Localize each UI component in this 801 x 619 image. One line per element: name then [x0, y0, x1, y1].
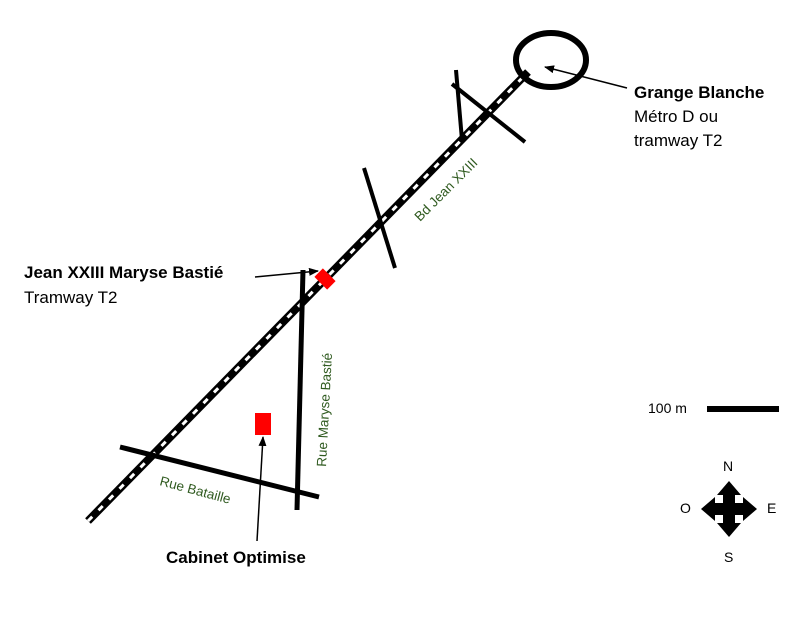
- cabinet-marker: [255, 413, 271, 435]
- rue-maryse-bastie-road: [294, 269, 306, 511]
- cross-street-north: [454, 69, 464, 141]
- jean-xxiii-line1: Tramway T2: [24, 288, 118, 307]
- rue-bataille-road: [119, 444, 320, 500]
- grange-blanche-line1: Métro D ou: [634, 107, 718, 126]
- tramway-line: [85, 69, 531, 524]
- scale-label: 100 m: [648, 400, 687, 416]
- grange-blanche-circle: [513, 30, 589, 90]
- cabinet-title: Cabinet Optimise: [166, 548, 306, 567]
- jean-xxiii-arrow: [254, 267, 319, 278]
- cross-street-north-diagonal: [450, 82, 527, 144]
- grange-blanche-title: Grange Blanche: [634, 83, 764, 102]
- bd-jean-xxiii-label: Bd Jean XXIII: [412, 155, 481, 224]
- compass-north-label: N: [723, 458, 733, 474]
- compass-east-label: E: [767, 500, 776, 516]
- cross-street-middle: [362, 167, 397, 269]
- jean-xxiii-title: Jean XXIII Maryse Bastié: [24, 263, 223, 282]
- grange-blanche-arrow: [544, 65, 628, 89]
- rue-maryse-bastie-label: Rue Maryse Bastié: [314, 352, 335, 467]
- jean-xxiii-stop-marker: [314, 268, 336, 290]
- cabinet-arrow: [256, 436, 267, 542]
- rue-bataille-label: Rue Bataille: [158, 473, 232, 506]
- compass-rose-icon: [701, 481, 757, 537]
- compass-south-label: S: [724, 549, 733, 565]
- compass-west-label: O: [680, 500, 691, 516]
- grange-blanche-line2: tramway T2: [634, 131, 723, 150]
